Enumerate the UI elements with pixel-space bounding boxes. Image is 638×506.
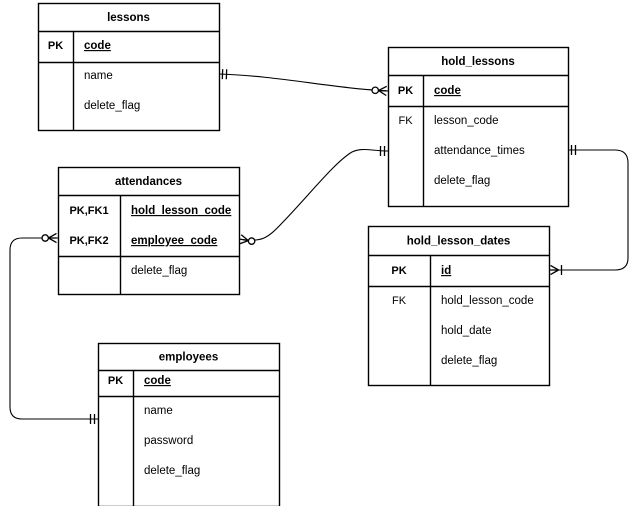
entity-attribute-delete_flag: delete_flag [144,465,200,477]
entity-attribute-attendance_times: attendance_times [434,145,525,157]
entity-attribute-delete_flag: delete_flag [84,100,140,112]
entity-attribute-password: password [144,435,193,447]
relationship-hold_lessons-to-hold_lesson_dates-to-crowsfoot-prong [550,269,559,276]
entity-attribute-code: code [84,40,111,52]
entity-attribute-code: code [434,85,461,97]
relationship-lessons-to-hold_lessons[interactable] [218,69,389,97]
relationship-attendances-to-hold_lessons-from-crowsfoot-prong [239,239,249,245]
entity-attribute-employee_code: employee_code [131,235,217,247]
relationship-line-attendances-to-hold_lessons[interactable] [238,148,389,241]
entity-box-hold_lesson_dates [367,225,551,387]
entity-attribute-hold_lesson_code: hold_lesson_code [441,295,534,307]
entity-attribute-delete_flag: delete_flag [434,175,490,187]
relationship-attendances-to-employees-from-optional-circle [41,234,50,242]
entity-attribute-hold_lesson_code: hold_lesson_code [131,205,231,217]
entity-attribute-delete_flag: delete_flag [441,355,497,367]
entity-row-key-tag: FK [398,115,413,127]
relationship-attendances-to-hold_lessons-from-crowsfoot-prong [240,238,249,242]
entity-title-hold_lessons: hold_lessons [441,56,515,68]
entity-attribute-name: name [84,70,113,82]
entity-attribute-code: code [144,375,171,387]
relationship-line-lessons-to-hold_lessons[interactable] [218,73,389,92]
entity-row-key-tag: PK,FK2 [69,235,108,247]
entity-row-key-tag: PK [398,85,413,97]
relationship-line-attendances-to-employees[interactable] [9,237,98,420]
relationship-attendances-to-employees[interactable] [9,232,98,424]
relationship-hold_lessons-to-hold_lesson_dates[interactable] [549,145,629,276]
relationship-attendances-to-hold_lessons-from-crowsfoot-prong [240,234,249,242]
relationship-lessons-to-hold_lessons-to-crowsfoot-prong [378,89,387,97]
entity-row-key-tag: PK [48,40,63,52]
relationship-attendances-to-employees-from-crowsfoot-prong [48,237,57,244]
relationship-hold_lessons-to-hold_lesson_dates-to-crowsfoot [550,264,559,276]
entity-box-lessons [37,2,221,132]
relationship-attendances-to-employees-from-crowsfoot [48,232,57,244]
entity-box-attendances [57,166,241,296]
relationship-attendances-to-hold_lessons-from-optional-circle [247,237,256,245]
relationships-layer [9,69,629,424]
entity-title-attendances: attendances [115,176,182,188]
entity-row-key-tag: PK,FK1 [69,205,108,217]
entity-row-key-tag: PK [108,375,123,387]
relationship-lessons-to-hold_lessons-to-optional-circle [371,86,380,95]
relationship-attendances-to-hold_lessons[interactable] [238,145,389,245]
relationship-lessons-to-hold_lessons-to-crowsfoot-prong [378,85,388,92]
entity-attribute-delete_flag: delete_flag [131,265,187,277]
relationship-attendances-to-hold_lessons-from-crowsfoot [239,234,249,245]
entity-attribute-hold_date: hold_date [441,325,492,337]
entity-attribute-name: name [144,405,173,417]
entity-row-key-tag: FK [392,295,407,307]
relationship-lessons-to-hold_lessons-to-crowsfoot [378,85,388,97]
entity-box-employees [97,342,281,506]
relationship-attendances-to-employees-from-crowsfoot-prong [48,232,57,239]
entity-title-lessons: lessons [107,12,150,24]
entity-title-hold_lesson_dates: hold_lesson_dates [407,236,511,248]
entity-box-hold_lessons [387,46,570,208]
entity-attribute-id: id [441,265,451,277]
entity-row-key-tag: PK [391,265,406,277]
entity-attribute-lesson_code: lesson_code [434,115,499,127]
relationship-hold_lessons-to-hold_lesson_dates-to-crowsfoot-prong [550,264,559,271]
relationship-line-hold_lessons-to-hold_lesson_dates[interactable] [549,149,629,271]
entity-title-employees: employees [159,352,218,364]
